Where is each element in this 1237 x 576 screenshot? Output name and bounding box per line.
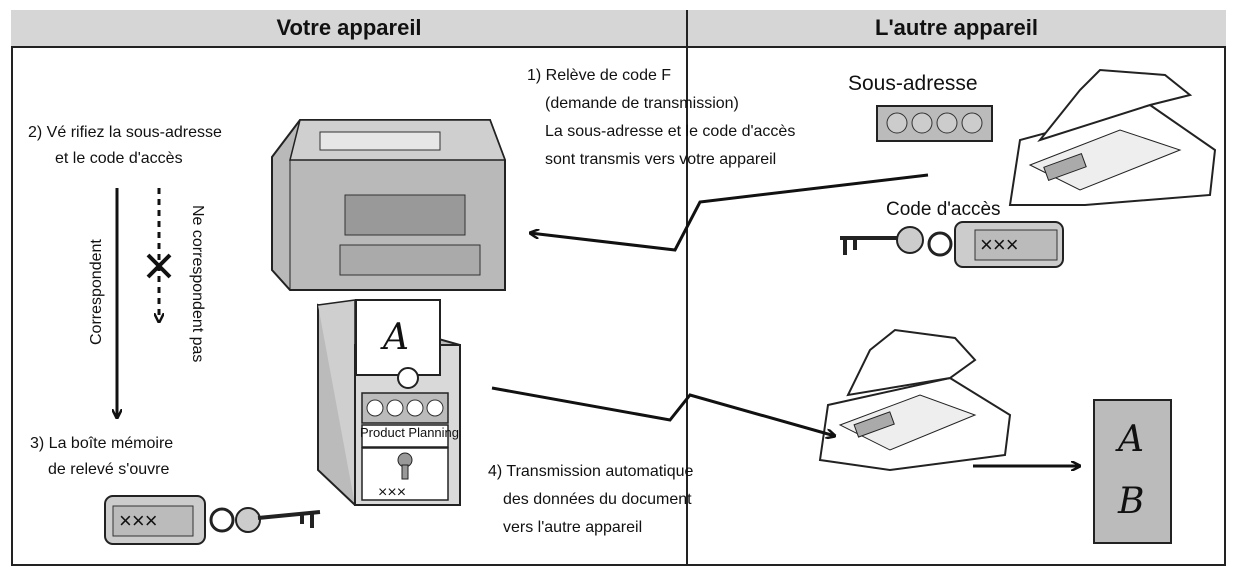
step4-line2: des données du document bbox=[503, 491, 692, 508]
step3-line2: de relevé s'ouvre bbox=[48, 461, 170, 478]
tag-code-marks-right: ××× bbox=[980, 232, 1019, 257]
step2-line2: et le code d'accès bbox=[55, 150, 183, 167]
header-your-device: Votre appareil bbox=[11, 10, 687, 48]
access-code-key-tag-right bbox=[840, 221, 1064, 268]
no-match-cross-icon bbox=[146, 253, 172, 279]
received-letter-a: A bbox=[1118, 419, 1144, 460]
step2-line1: 2) Vé rifiez la sous-adresse bbox=[28, 124, 222, 141]
step4-line3: vers l'autre appareil bbox=[503, 519, 643, 536]
step1-line2: (demande de transmission) bbox=[545, 95, 739, 112]
received-document bbox=[1093, 399, 1172, 544]
polling-request-arrow bbox=[530, 173, 929, 252]
document-letter-a: A bbox=[383, 317, 409, 358]
sub-address-panel bbox=[876, 105, 993, 142]
access-code-label: Code d'accès bbox=[886, 199, 1001, 220]
box-code-marks: ××× bbox=[378, 484, 407, 501]
center-divider bbox=[686, 10, 688, 566]
tag-code-marks-left: ××× bbox=[119, 508, 158, 533]
polling-memory-box bbox=[317, 299, 461, 506]
access-code-key-tag-left bbox=[104, 495, 321, 545]
header-other-device: L'autre appareil bbox=[687, 10, 1226, 48]
step1-line3: La sous-adresse et le code d'accès bbox=[545, 123, 796, 140]
product-planning-label: Product Planning bbox=[360, 425, 460, 440]
sub-address-label: Sous-adresse bbox=[848, 72, 978, 95]
step1-line4: sont transmis vers votre appareil bbox=[545, 151, 777, 168]
auto-transmission-arrow bbox=[491, 386, 835, 436]
step3-line1: 3) La boîte mémoire bbox=[30, 435, 174, 452]
no-match-label: Ne correspondent pas bbox=[189, 205, 206, 363]
step4-line1: 4) Transmission automatique bbox=[488, 463, 694, 480]
copier-illustration bbox=[271, 119, 507, 291]
fax-machine-top bbox=[1008, 68, 1217, 206]
match-label: Correspondent bbox=[88, 239, 105, 345]
step1-line1: 1) Relève de code F bbox=[527, 67, 672, 84]
fax-machine-bottom bbox=[818, 328, 1012, 472]
received-letter-b: B bbox=[1118, 481, 1145, 522]
